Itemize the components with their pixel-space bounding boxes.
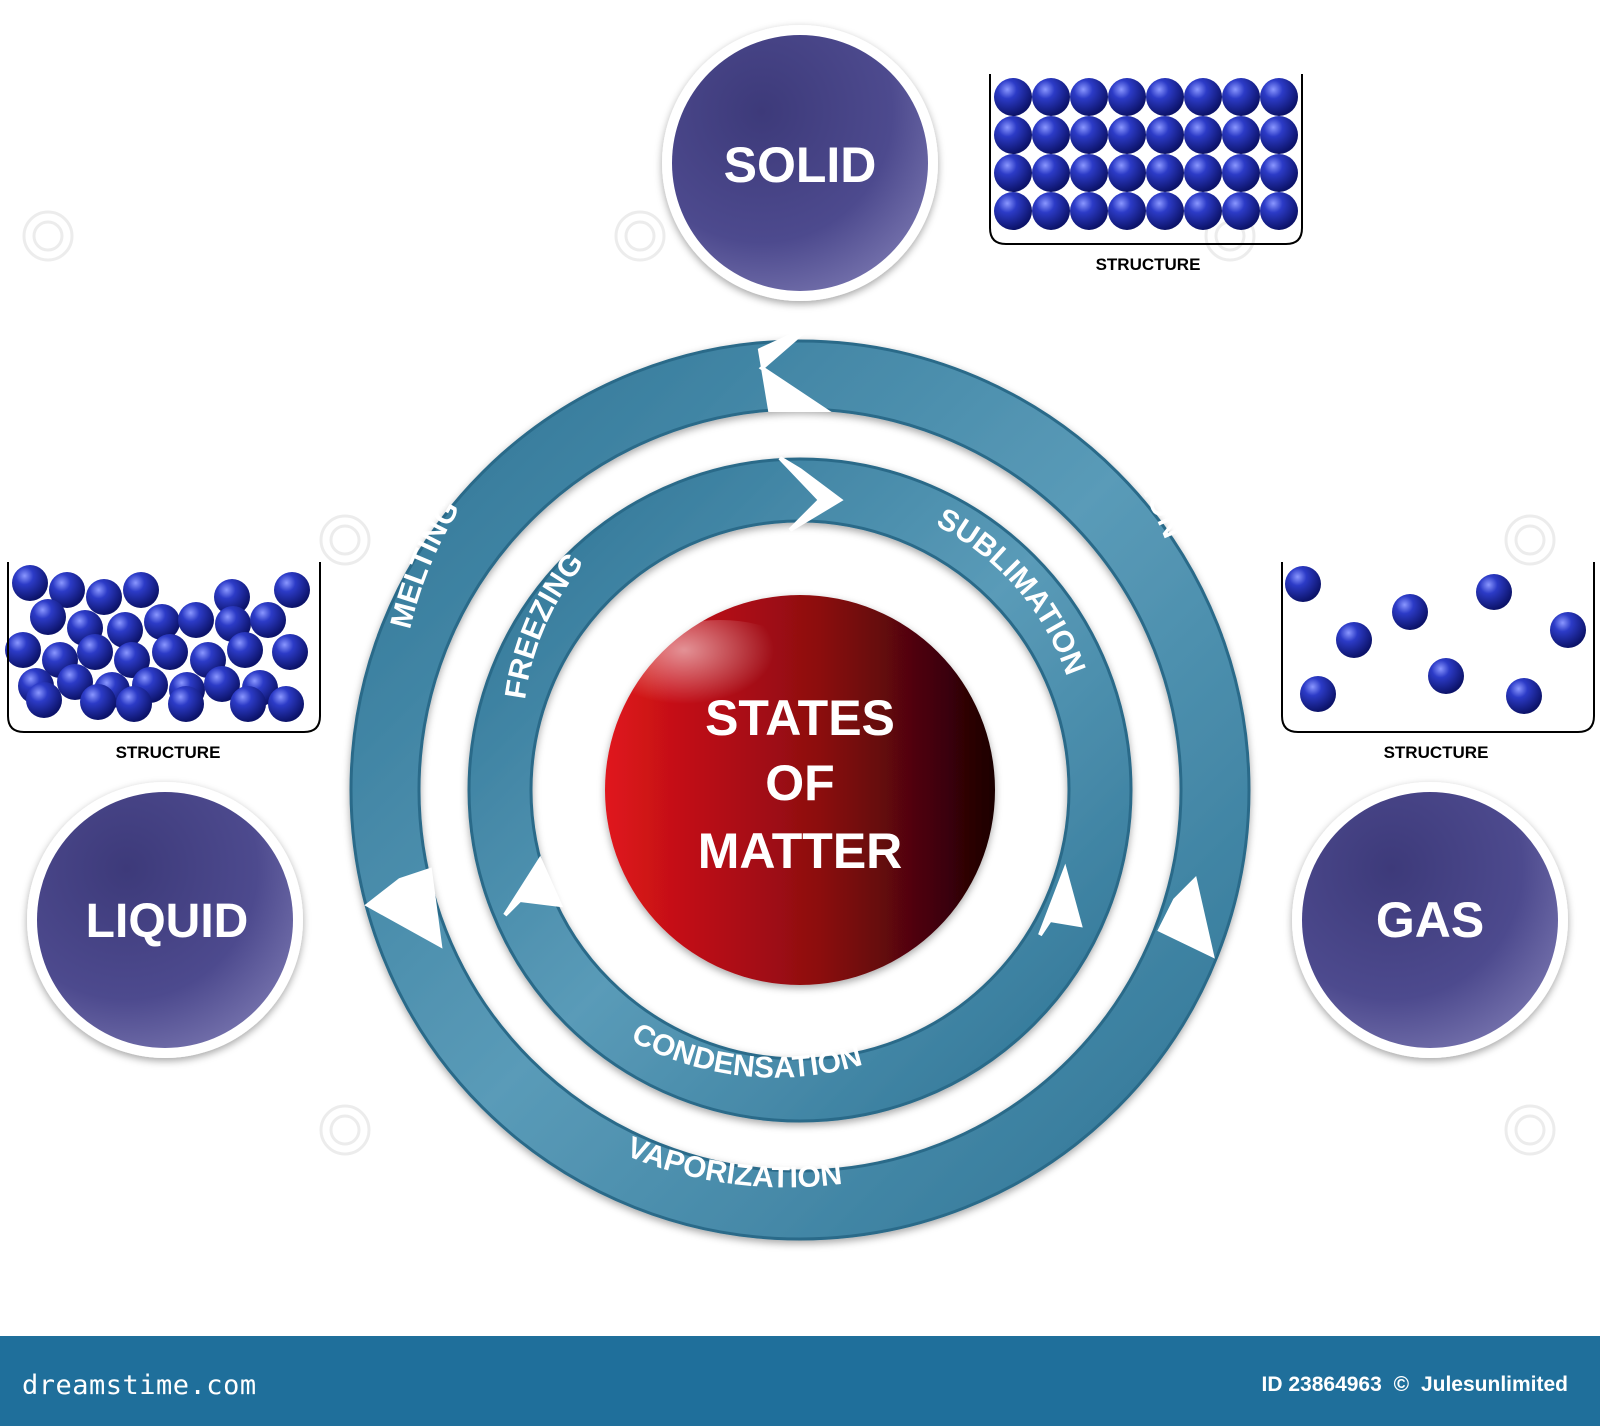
particle-icon — [152, 634, 188, 670]
particle-icon — [30, 599, 66, 635]
solid-particles — [994, 78, 1298, 230]
gas-structure-container: STRUCTURE — [1281, 562, 1595, 762]
particle-icon — [26, 682, 62, 718]
particle-icon — [1336, 622, 1372, 658]
particle-icon — [1222, 154, 1260, 192]
particle-icon — [1222, 78, 1260, 116]
particle-icon — [230, 686, 266, 722]
particle-icon — [12, 565, 48, 601]
particle-icon — [1032, 192, 1070, 230]
particle-icon — [1184, 78, 1222, 116]
particle-icon — [1070, 116, 1108, 154]
inner-ring-arrowheads — [503, 456, 1083, 937]
particle-icon — [5, 632, 41, 668]
particle-icon — [123, 572, 159, 608]
particle-icon — [994, 78, 1032, 116]
particle-icon — [1146, 192, 1184, 230]
particle-icon — [1260, 78, 1298, 116]
particle-icon — [1184, 154, 1222, 192]
particle-icon — [49, 572, 85, 608]
particle-icon — [1428, 658, 1464, 694]
footer-site-link[interactable]: dreamstime.com — [22, 1370, 257, 1401]
particle-icon — [1032, 116, 1070, 154]
particle-icon — [1032, 78, 1070, 116]
footer-credit: ID 23864963 © Julesunlimited — [1262, 1373, 1574, 1397]
particle-icon — [227, 632, 263, 668]
liquid-particles — [5, 565, 310, 722]
particle-icon — [114, 642, 150, 678]
particle-icon — [1300, 676, 1336, 712]
particle-icon — [1070, 192, 1108, 230]
particle-icon — [1260, 154, 1298, 192]
copyright-icon: © — [1393, 1373, 1410, 1396]
particle-icon — [116, 686, 152, 722]
outer-ring-arrowheads — [364, 326, 1215, 959]
particle-icon — [86, 579, 122, 615]
particle-icon — [144, 604, 180, 640]
particle-icon — [214, 579, 250, 615]
particle-icon — [1184, 116, 1222, 154]
particle-icon — [1392, 594, 1428, 630]
gas-state-circle: GAS — [1292, 782, 1568, 1058]
liquid-structure-container: STRUCTURE — [5, 562, 321, 762]
particle-icon — [250, 602, 286, 638]
liquid-state-circle: LIQUID — [27, 782, 303, 1058]
watermark-spiral-icon — [22, 210, 1556, 1156]
particle-icon — [1506, 678, 1542, 714]
particle-icon — [1108, 78, 1146, 116]
particle-icon — [1260, 116, 1298, 154]
particle-icon — [1550, 612, 1586, 648]
particle-icon — [1260, 192, 1298, 230]
liquid-structure-label: STRUCTURE — [116, 743, 221, 762]
footer-bar: dreamstime.com ID 23864963 © Julesunlimi… — [0, 1336, 1600, 1426]
center-title-circle: STATES OF MATTER — [600, 590, 1000, 990]
particle-icon — [1476, 574, 1512, 610]
particle-icon — [274, 572, 310, 608]
particle-icon — [1108, 116, 1146, 154]
particle-icon — [268, 686, 304, 722]
particle-icon — [1285, 566, 1321, 602]
gas-label: GAS — [1376, 892, 1484, 948]
center-title-line2: OF — [765, 755, 834, 811]
particle-icon — [1222, 192, 1260, 230]
particle-icon — [1146, 78, 1184, 116]
gas-structure-label: STRUCTURE — [1384, 743, 1489, 762]
outer-cycle-ring — [349, 339, 1251, 1241]
particle-icon — [994, 154, 1032, 192]
particle-icon — [1146, 154, 1184, 192]
author-name: Julesunlimited — [1420, 1373, 1568, 1396]
particle-icon — [1070, 78, 1108, 116]
particle-icon — [994, 116, 1032, 154]
particle-icon — [1032, 154, 1070, 192]
center-title-line1: STATES — [705, 690, 895, 746]
particle-icon — [107, 612, 143, 648]
particle-icon — [204, 666, 240, 702]
particle-icon — [1108, 192, 1146, 230]
particle-icon — [80, 684, 116, 720]
liquid-label: LIQUID — [86, 895, 249, 948]
particle-icon — [1108, 154, 1146, 192]
solid-structure-container: STRUCTURE — [989, 74, 1303, 274]
image-id: ID 23864963 — [1261, 1373, 1382, 1396]
particle-icon — [1222, 116, 1260, 154]
particle-icon — [1184, 192, 1222, 230]
solid-state-circle: SOLID — [662, 25, 938, 301]
gas-particles — [1285, 566, 1586, 714]
particle-icon — [272, 634, 308, 670]
solid-structure-label: STRUCTURE — [1096, 255, 1201, 274]
center-title-line3: MATTER — [698, 823, 903, 879]
particle-icon — [168, 686, 204, 722]
particle-icon — [994, 192, 1032, 230]
particle-icon — [77, 634, 113, 670]
particle-icon — [1146, 116, 1184, 154]
solid-label: SOLID — [724, 137, 877, 193]
particle-icon — [178, 602, 214, 638]
states-of-matter-diagram: MELTING DEPOSITION FREEZING SUBLIMATION … — [5, 25, 1595, 1241]
particle-icon — [1070, 154, 1108, 192]
